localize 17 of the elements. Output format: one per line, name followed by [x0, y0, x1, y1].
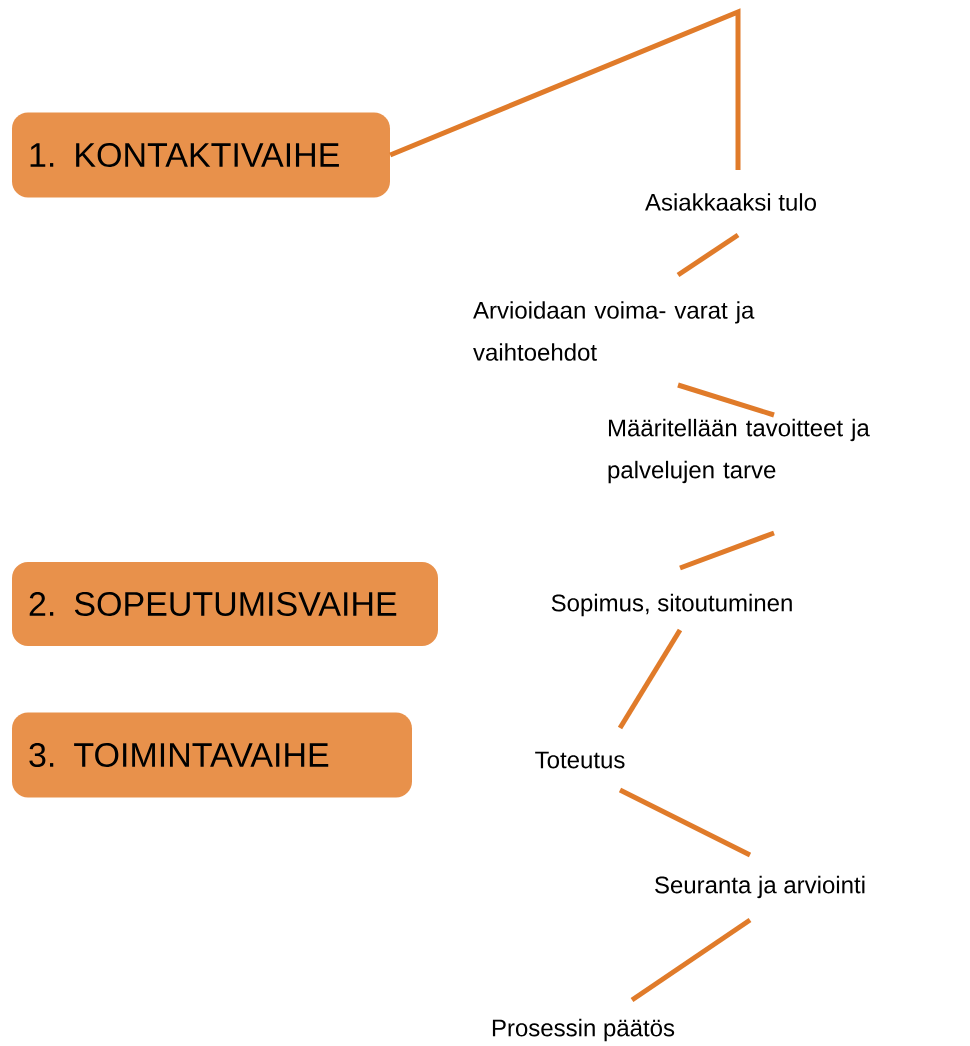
- phase-box: 2. SOPEUTUMISVAIHE: [12, 562, 438, 646]
- step-text: Sopimus, sitoutuminen: [551, 593, 792, 617]
- connector-line: [677, 382, 775, 418]
- connector-line: [679, 530, 775, 571]
- step-text: Prosessin päätös: [492, 1018, 675, 1042]
- step-text: Arvioidaan voima- varat ja vaihtoehdot: [473, 301, 755, 361]
- step-text: Toteutus: [535, 751, 625, 769]
- connector-line: [618, 787, 752, 858]
- connector-line: [389, 8, 741, 170]
- connector-line: [630, 917, 752, 1003]
- step-text: Seuranta ja arviointi: [655, 875, 865, 899]
- step-text: Määritellään tavoitteet ja palvelujen tarve: [608, 418, 870, 484]
- phase-box: 3. TOIMINTAVAIHE: [12, 712, 412, 798]
- connector-line: [676, 232, 740, 278]
- connector-line: [617, 628, 683, 730]
- step-text: Asiakkaaksi tulo: [645, 193, 816, 211]
- phase-box: 1. KONTAKTIVAIHE: [12, 112, 390, 198]
